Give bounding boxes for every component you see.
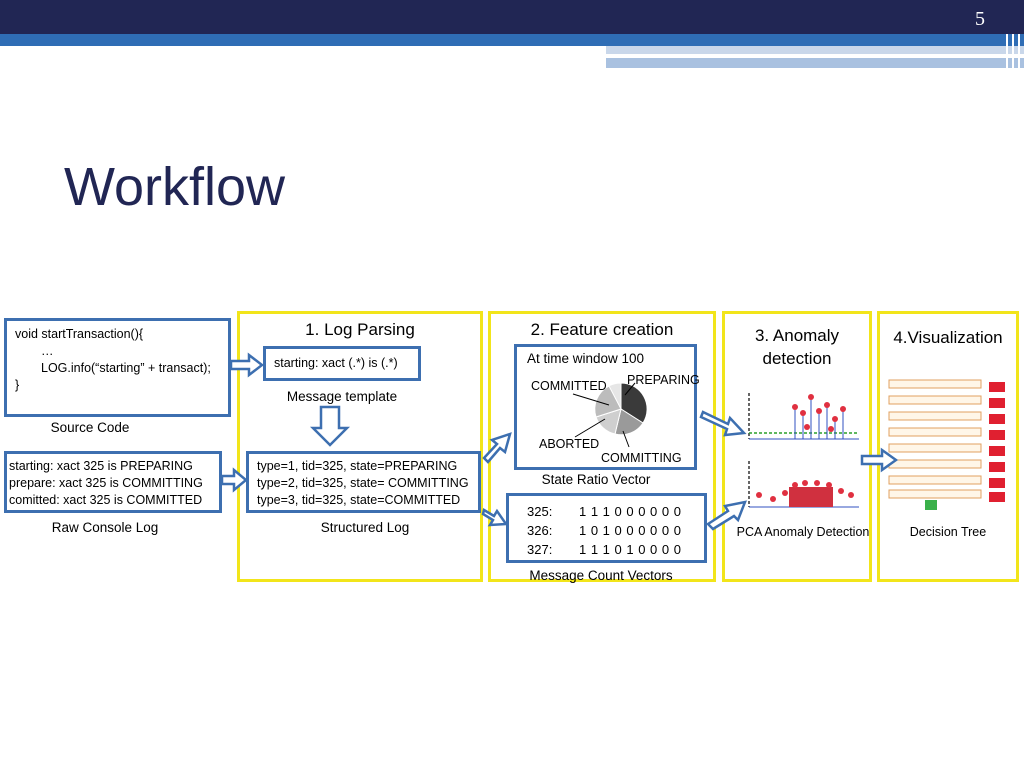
- stage2-title: 2. Feature creation: [530, 320, 674, 339]
- source-code-box: void startTransaction(){ … LOG.info(“sta…: [4, 318, 231, 417]
- structured-line: type=1, tid=325, state=PREPARING: [257, 459, 458, 473]
- code-line: }: [15, 378, 20, 392]
- header-stripe: [1006, 34, 1008, 68]
- arrow-to-count-vectors: [481, 508, 509, 527]
- stage1-title: 1. Log Parsing: [305, 320, 415, 339]
- vector-id: 326:: [527, 523, 553, 538]
- pie-label-aborted: ABORTED: [539, 437, 600, 451]
- pie-label-preparing: PREPARING: [627, 373, 700, 387]
- vector-bits: 1 0 1 0 0 0 0 0 0: [579, 523, 682, 538]
- arrow-count-to-pca: [706, 500, 747, 531]
- stage3-title-line2: detection: [762, 349, 832, 368]
- pca-plot-thumbnail: [745, 383, 863, 511]
- message-template-caption: Message template: [286, 389, 398, 404]
- stage3-title-line1: 3. Anomaly: [754, 326, 840, 345]
- header-stripe: [606, 58, 1024, 68]
- arrow-code-to-template: [229, 352, 265, 378]
- slide-title: Workflow: [64, 157, 286, 217]
- count-vectors-caption: Message Count Vectors: [529, 568, 673, 583]
- state-pie-chart: [572, 382, 648, 448]
- time-window-label: At time window 100: [527, 351, 645, 366]
- arrow-template-down: [309, 405, 351, 447]
- code-line: void startTransaction(){: [15, 327, 144, 341]
- header-stripe: [606, 46, 1024, 54]
- code-line: …: [41, 344, 54, 358]
- leader-committing: [622, 430, 630, 448]
- raw-log-line: prepare: xact 325 is COMMITTING: [9, 476, 203, 490]
- pie-label-committing: COMMITTING: [601, 451, 682, 465]
- state-ratio-box: At time window 100 COMMITTED PREPARING A…: [514, 344, 700, 470]
- arrow-to-state-ratio: [482, 432, 512, 464]
- raw-log-box: starting: xact 325 is PREPARING prepare:…: [4, 451, 222, 513]
- vector-bits: 1 1 1 0 0 0 0 0 0: [579, 504, 682, 519]
- slide-number: 5: [975, 8, 985, 30]
- header-stripe: [1018, 34, 1020, 68]
- header-stripe: [826, 54, 946, 58]
- structured-log-caption: Structured Log: [320, 520, 410, 535]
- template-text: starting: xact (.*) is (.*): [274, 356, 398, 370]
- header-stripe: [1012, 34, 1014, 68]
- arrow-state-to-pca: [699, 410, 747, 437]
- pie-slice-other: [594, 385, 622, 418]
- pie-label-committed: COMMITTED: [531, 379, 607, 393]
- source-code-caption: Source Code: [50, 420, 130, 435]
- arrow-pca-to-tree: [860, 447, 899, 473]
- structured-line: type=3, tid=325, state=COMMITTED: [257, 493, 461, 507]
- raw-log-line: comitted: xact 325 is COMMITTED: [9, 493, 203, 507]
- leader-aborted: [574, 418, 606, 438]
- state-ratio-caption: State Ratio Vector: [541, 472, 651, 487]
- decision-tree-thumbnail: [888, 379, 1005, 510]
- arrow-raw-to-structured: [220, 467, 248, 493]
- stage4-title: 4.Visualization: [893, 328, 1003, 347]
- raw-log-caption: Raw Console Log: [51, 520, 159, 535]
- vector-bits: 1 1 1 0 1 0 0 0 0: [579, 542, 682, 557]
- leader-committed: [572, 393, 610, 406]
- structured-line: type=2, tid=325, state= COMMITTING: [257, 476, 469, 490]
- code-line: LOG.info(“starting” + transact);: [41, 361, 211, 375]
- decision-tree-caption: Decision Tree: [909, 525, 987, 539]
- message-template-box: starting: xact (.*) is (.*): [263, 346, 421, 381]
- vector-id: 325:: [527, 504, 553, 519]
- structured-log-box: type=1, tid=325, state=PREPARING type=2,…: [246, 451, 481, 513]
- leader-preparing: [624, 382, 636, 396]
- vector-id: 327:: [527, 542, 553, 557]
- pca-caption: PCA Anomaly Detection: [736, 525, 870, 539]
- header-accent-bar: [0, 34, 1024, 46]
- count-vectors-box: 325: 1 1 1 0 0 0 0 0 0 326: 1 0 1 0 0 0 …: [506, 493, 707, 563]
- header-bar: [0, 0, 1024, 34]
- raw-log-line: starting: xact 325 is PREPARING: [9, 459, 193, 473]
